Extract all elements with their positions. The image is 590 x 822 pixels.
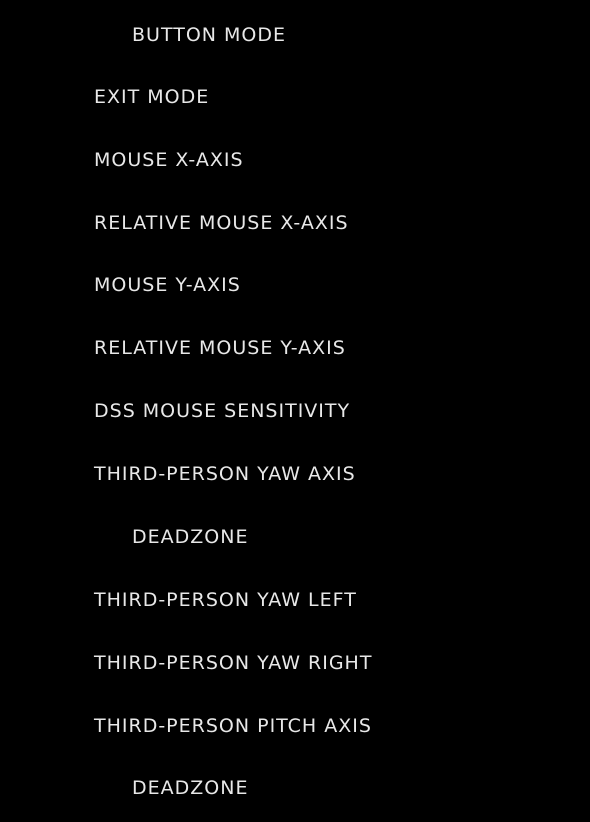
menu-item-label: THIRD-PERSON YAW RIGHT [94, 652, 373, 674]
menu-item-mouse-x-axis[interactable]: MOUSE X-AXIS [94, 140, 244, 180]
menu-item-relative-mouse-x-axis[interactable]: RELATIVE MOUSE X-AXIS [94, 203, 349, 243]
menu-item-label: MOUSE X-AXIS [94, 149, 244, 171]
menu-item-button-mode[interactable]: BUTTON MODE [132, 15, 286, 55]
menu-item-pitch-deadzone[interactable]: DEADZONE [132, 768, 248, 808]
menu-item-label: RELATIVE MOUSE X-AXIS [94, 212, 349, 234]
menu-item-dss-mouse-sensitivity[interactable]: DSS MOUSE SENSITIVITY [94, 391, 350, 431]
menu-item-label: MOUSE Y-AXIS [94, 274, 241, 296]
menu-item-label: THIRD-PERSON YAW AXIS [94, 463, 356, 485]
menu-item-yaw-deadzone[interactable]: DEADZONE [132, 517, 248, 557]
menu-item-label: DSS MOUSE SENSITIVITY [94, 400, 351, 422]
menu-item-third-person-yaw-left[interactable]: THIRD-PERSON YAW LEFT [94, 580, 357, 620]
menu-item-label: THIRD-PERSON PITCH AXIS [94, 715, 372, 737]
menu-item-label: THIRD-PERSON YAW LEFT [94, 589, 357, 611]
menu-item-exit-mode[interactable]: EXIT MODE [94, 77, 209, 117]
menu-item-mouse-y-axis[interactable]: MOUSE Y-AXIS [94, 265, 241, 305]
menu-item-third-person-pitch-axis[interactable]: THIRD-PERSON PITCH AXIS [94, 706, 372, 746]
menu-item-label: EXIT MODE [94, 86, 210, 108]
menu-item-label: DEADZONE [132, 777, 249, 799]
menu-item-label: RELATIVE MOUSE Y-AXIS [94, 337, 346, 359]
menu-item-label: DEADZONE [132, 526, 249, 548]
menu-item-third-person-yaw-axis[interactable]: THIRD-PERSON YAW AXIS [94, 454, 356, 494]
menu-item-label: BUTTON MODE [132, 24, 287, 46]
menu-item-third-person-yaw-right[interactable]: THIRD-PERSON YAW RIGHT [94, 643, 372, 683]
menu-item-relative-mouse-y-axis[interactable]: RELATIVE MOUSE Y-AXIS [94, 328, 346, 368]
